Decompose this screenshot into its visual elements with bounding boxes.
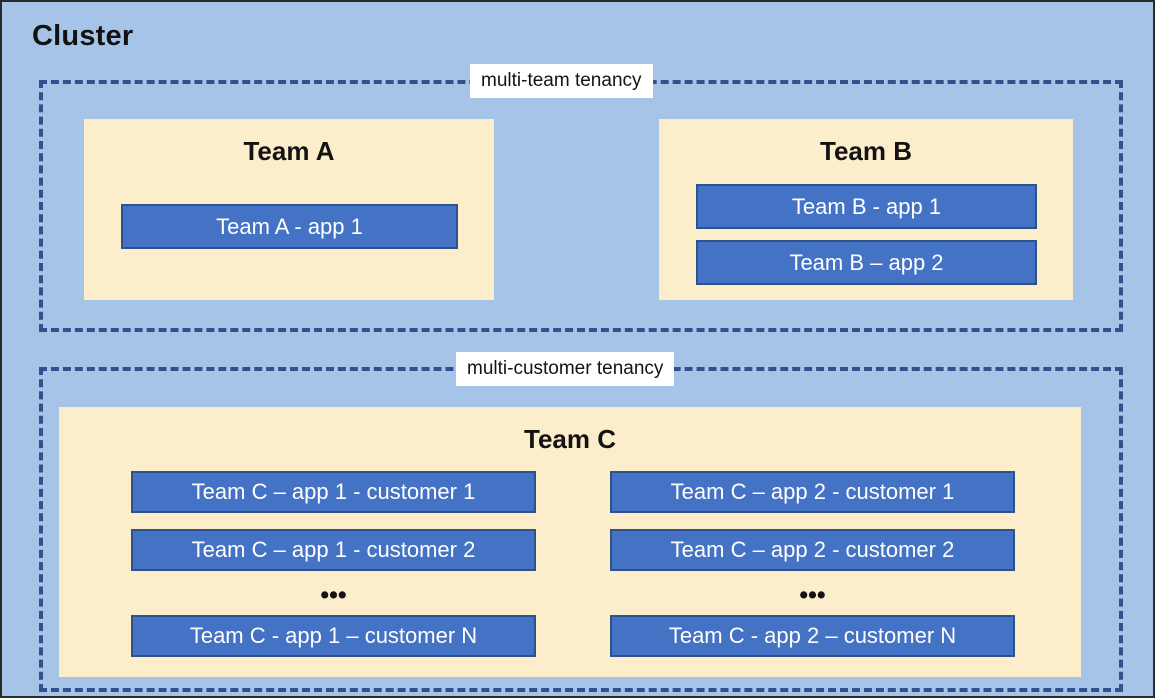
app-box-team-b-app-2[interactable]: Team B – app 2	[696, 240, 1037, 285]
team-panel-team-c: Team C Team C – app 1 - customer 1 Team …	[59, 407, 1081, 677]
app-box-label: Team B – app 2	[789, 249, 944, 275]
team-panel-team-b: Team B Team B - app 1 Team B – app 2	[659, 119, 1073, 300]
app-box-label: Team C – app 2 - customer 1	[670, 479, 955, 504]
app-box-team-a-app-1[interactable]: Team A - app 1	[121, 204, 458, 249]
app-box-team-c-app-2-customer-1[interactable]: Team C – app 2 - customer 1	[610, 471, 1015, 513]
app-box-team-c-app-2-customer-n[interactable]: Team C - app 2 – customer N	[610, 615, 1015, 657]
tenancy-group-multi-team-label: multi-team tenancy	[470, 64, 653, 98]
app-box-label: Team A - app 1	[216, 213, 363, 239]
app-box-team-b-app-1[interactable]: Team B - app 1	[696, 184, 1037, 229]
app-box-label: Team C - app 2 – customer N	[668, 623, 957, 648]
team-b-title: Team B	[820, 136, 912, 166]
ellipsis-team-c-app-1: •••	[320, 581, 347, 609]
team-c-title: Team C	[524, 424, 616, 454]
app-box-label: Team C – app 2 - customer 2	[670, 537, 955, 562]
tenancy-group-multi-customer-label: multi-customer tenancy	[456, 352, 675, 386]
app-box-team-c-app-1-customer-2[interactable]: Team C – app 1 - customer 2	[131, 529, 536, 571]
app-box-label: Team C – app 1 - customer 1	[191, 479, 476, 504]
page-title: Cluster	[32, 20, 134, 52]
app-box-label: Team C - app 1 – customer N	[189, 623, 478, 648]
app-box-label: Team C – app 1 - customer 2	[191, 537, 476, 562]
ellipsis-team-c-app-2: •••	[799, 581, 826, 609]
app-box-team-c-app-1-customer-n[interactable]: Team C - app 1 – customer N	[131, 615, 536, 657]
team-panel-team-a: Team A Team A - app 1	[84, 119, 494, 300]
app-box-team-c-app-2-customer-2[interactable]: Team C – app 2 - customer 2	[610, 529, 1015, 571]
app-box-label: Team B - app 1	[791, 193, 942, 219]
app-box-team-c-app-1-customer-1[interactable]: Team C – app 1 - customer 1	[131, 471, 536, 513]
team-a-title: Team A	[243, 136, 335, 166]
